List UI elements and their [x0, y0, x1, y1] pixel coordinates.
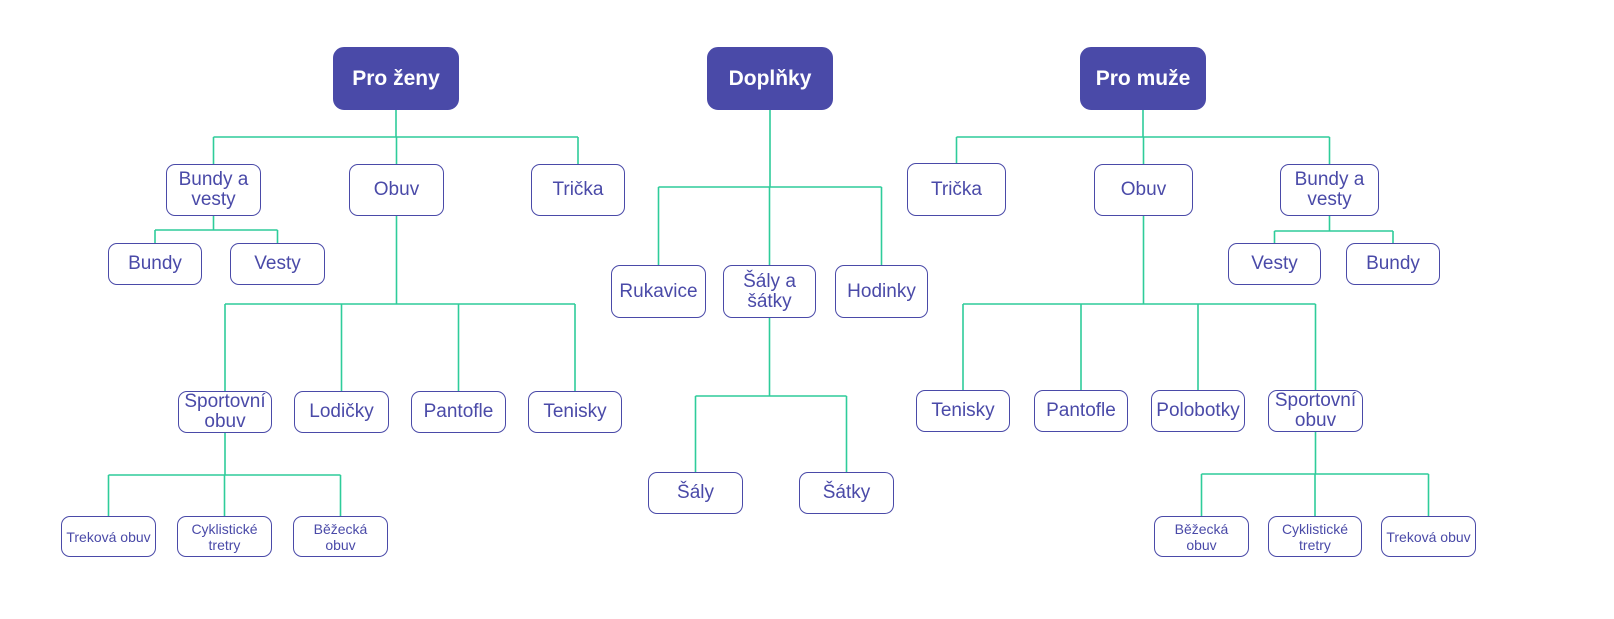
node-bundy: Bundy: [1346, 243, 1440, 285]
root-node-pro-muze: Pro muže: [1080, 47, 1206, 110]
node-tenisky: Tenisky: [916, 390, 1010, 432]
node-obuv: Obuv: [1094, 164, 1193, 216]
node-saly-a-satky: Šály a šátky: [723, 265, 816, 318]
node-vesty: Vesty: [230, 243, 325, 285]
node-trekova-obuv: Treková obuv: [1381, 516, 1476, 557]
node-trekova-obuv: Treková obuv: [61, 516, 156, 557]
node-cyklisticke-tretry: Cyklistické tretry: [1268, 516, 1362, 557]
node-bundy: Bundy: [108, 243, 202, 285]
node-bundy-a-vesty: Bundy a vesty: [1280, 164, 1379, 216]
node-tricka: Trička: [531, 164, 625, 216]
node-obuv: Obuv: [349, 164, 444, 216]
root-node-doplnky: Doplňky: [707, 47, 833, 110]
node-bezecka-obuv: Běžecká obuv: [1154, 516, 1249, 557]
node-satky: Šátky: [799, 472, 894, 514]
node-bezecka-obuv: Běžecká obuv: [293, 516, 388, 557]
node-cyklisticke-tretry: Cyklistické tretry: [177, 516, 272, 557]
node-sportovni-obuv: Sportovní obuv: [178, 391, 272, 433]
node-tricka: Trička: [907, 163, 1006, 216]
node-polobotky: Polobotky: [1151, 390, 1245, 432]
node-lodicky: Lodičky: [294, 391, 389, 433]
node-rukavice: Rukavice: [611, 265, 706, 318]
node-vesty: Vesty: [1228, 243, 1321, 285]
root-node-pro-zeny: Pro ženy: [333, 47, 459, 110]
node-pantofle: Pantofle: [1034, 390, 1128, 432]
node-tenisky: Tenisky: [528, 391, 622, 433]
node-saly: Šály: [648, 472, 743, 514]
node-hodinky: Hodinky: [835, 265, 928, 318]
node-pantofle: Pantofle: [411, 391, 506, 433]
node-bundy-a-vesty: Bundy a vesty: [166, 164, 261, 216]
node-sportovni-obuv: Sportovní obuv: [1268, 390, 1363, 432]
